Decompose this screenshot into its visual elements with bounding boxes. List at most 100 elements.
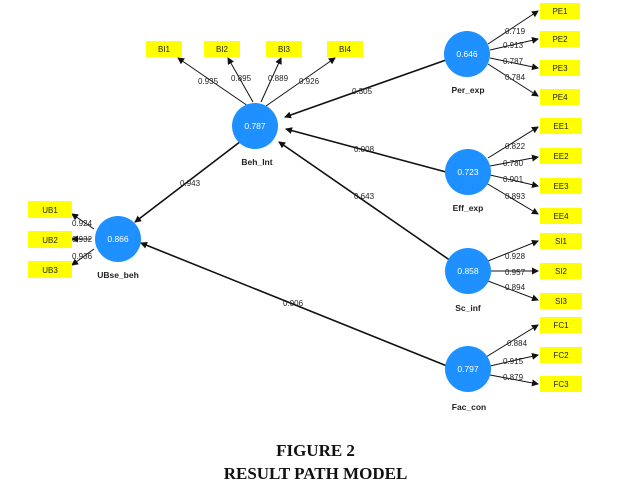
loading-arrow-fc1 xyxy=(485,324,539,358)
construct-nodes: 0.787 Beh_Int 0.646 Per_exp 0.723 Eff_ex… xyxy=(95,31,491,412)
loading-arrow-bi1 xyxy=(177,57,249,107)
indicator-box-bi4 xyxy=(327,41,363,57)
indicator-box-bi2 xyxy=(204,41,240,57)
loading-ub3: 0.936 xyxy=(72,252,93,261)
loading-pe4: 0.784 xyxy=(505,73,526,82)
indicator-label-si2: SI2 xyxy=(555,267,568,276)
construct-circle-sc-inf xyxy=(445,248,491,294)
indicator-box-si3 xyxy=(540,293,582,309)
indicator-label-bi4: BI4 xyxy=(339,45,352,54)
loading-arrow-ee3 xyxy=(489,174,539,189)
structural-paths xyxy=(134,59,452,367)
loading-ee3: 0.901 xyxy=(503,175,524,184)
r2-eff-exp: 0.723 xyxy=(457,167,479,177)
construct-eff-exp: 0.723 Eff_exp xyxy=(445,149,491,213)
loading-pe2: 0.913 xyxy=(503,41,524,50)
indicator-label-fc2: FC2 xyxy=(553,351,569,360)
loading-arrow-ee4 xyxy=(485,182,539,215)
path-coefficients: 0.305 0.008 0.643 0.943 0.006 xyxy=(180,87,375,308)
indicator-box-fc3 xyxy=(540,376,582,392)
loading-arrow-pe1 xyxy=(487,10,539,45)
loading-arrow-pe4 xyxy=(487,63,539,97)
loading-pe3: 0.787 xyxy=(503,57,524,66)
r2-sc-inf: 0.858 xyxy=(457,266,479,276)
path-coef-beh-int: 0.943 xyxy=(180,179,201,188)
indicator-box-bi3 xyxy=(266,41,302,57)
indicator-box-ee4 xyxy=(540,208,582,224)
indicator-box-ee3 xyxy=(540,178,582,194)
indicator-box-fc2 xyxy=(540,347,582,363)
path-eff-exp-to-beh-int xyxy=(285,127,447,173)
path-coef-eff-exp: 0.008 xyxy=(354,145,375,154)
loading-ub2: 0.932 xyxy=(72,235,93,244)
construct-name-beh-int: Beh_Int xyxy=(241,157,272,167)
loading-fc2: 0.915 xyxy=(503,357,524,366)
loading-arrow-pe3 xyxy=(489,57,539,71)
construct-circle-per-exp xyxy=(444,31,490,77)
indicator-label-si1: SI1 xyxy=(555,237,568,246)
indicator-box-ub2 xyxy=(28,231,72,248)
figure-title: RESULT PATH MODEL xyxy=(223,464,408,483)
bi-indicator-group: BI1 BI2 BI3 BI4 0.935 0.895 0.889 0.926 xyxy=(146,41,363,107)
construct-fac-con: 0.797 Fac_con xyxy=(445,346,491,412)
r2-per-exp: 0.646 xyxy=(456,49,478,59)
indicator-label-ee1: EE1 xyxy=(553,122,569,131)
loading-arrow-fc2 xyxy=(489,352,539,367)
indicator-label-bi2: BI2 xyxy=(216,45,229,54)
r2-fac-con: 0.797 xyxy=(457,364,479,374)
loading-arrow-ub1 xyxy=(71,213,95,230)
indicator-label-fc3: FC3 xyxy=(553,380,569,389)
indicator-box-fc1 xyxy=(540,317,582,333)
ub-indicator-group: UB1 UB2 UB3 0.924 0.932 0.936 xyxy=(28,201,95,278)
construct-name-ubse-beh: UBse_beh xyxy=(97,270,139,280)
ee-indicator-group: EE1 EE2 EE3 EE4 0.822 0.780 0.901 0.893 xyxy=(485,118,582,224)
construct-name-sc-inf: Sc_inf xyxy=(455,303,481,313)
r2-ubse-beh: 0.866 xyxy=(107,234,129,244)
indicator-box-ee1 xyxy=(540,118,582,134)
loading-ee2: 0.780 xyxy=(503,159,524,168)
path-coef-sc-inf: 0.643 xyxy=(354,192,375,201)
indicator-label-pe4: PE4 xyxy=(552,93,568,102)
path-coef-fac-con: 0.006 xyxy=(283,299,304,308)
construct-circle-beh-int xyxy=(232,103,278,149)
loading-fc3: 0.879 xyxy=(503,373,524,382)
figure-number: FIGURE 2 xyxy=(276,441,355,460)
indicator-box-pe3 xyxy=(540,60,580,76)
construct-name-fac-con: Fac_con xyxy=(452,402,487,412)
loading-si2: 0.957 xyxy=(505,268,526,277)
indicator-box-ee2 xyxy=(540,148,582,164)
indicator-box-ub3 xyxy=(28,261,72,278)
indicator-label-ub1: UB1 xyxy=(42,206,58,215)
path-sc-inf-to-beh-int xyxy=(278,141,452,262)
indicator-label-bi3: BI3 xyxy=(278,45,291,54)
path-beh-int-to-ubse-beh xyxy=(134,137,246,223)
loading-ee4: 0.893 xyxy=(505,192,526,201)
indicator-label-pe3: PE3 xyxy=(552,64,568,73)
indicator-label-ee4: EE4 xyxy=(553,212,569,221)
indicator-box-pe4 xyxy=(540,89,580,105)
loading-arrow-bi4 xyxy=(265,57,336,107)
indicator-box-si1 xyxy=(540,233,582,249)
loading-arrow-ee1 xyxy=(487,126,539,159)
indicator-label-pe2: PE2 xyxy=(552,35,568,44)
loading-arrow-si3 xyxy=(487,280,539,302)
loading-bi3: 0.889 xyxy=(268,74,289,83)
indicator-label-fc1: FC1 xyxy=(553,321,569,330)
loading-bi2: 0.895 xyxy=(231,74,252,83)
fc-indicator-group: FC1 FC2 FC3 0.884 0.915 0.879 xyxy=(485,317,582,392)
construct-per-exp: 0.646 Per_exp xyxy=(444,31,490,95)
indicator-label-ub2: UB2 xyxy=(42,236,58,245)
indicator-box-pe1 xyxy=(540,3,580,19)
loading-arrow-bi3 xyxy=(260,57,282,103)
r2-beh-int: 0.787 xyxy=(244,121,266,131)
construct-sc-inf: 0.858 Sc_inf xyxy=(445,248,491,313)
construct-circle-eff-exp xyxy=(445,149,491,195)
loading-arrow-pe2 xyxy=(489,36,539,51)
indicator-box-ub1 xyxy=(28,201,72,218)
path-coef-per-exp: 0.305 xyxy=(352,87,373,96)
loading-si3: 0.894 xyxy=(505,283,526,292)
construct-circle-ubse-beh xyxy=(95,216,141,262)
construct-name-eff-exp: Eff_exp xyxy=(453,203,484,213)
loading-bi1: 0.935 xyxy=(198,77,219,86)
